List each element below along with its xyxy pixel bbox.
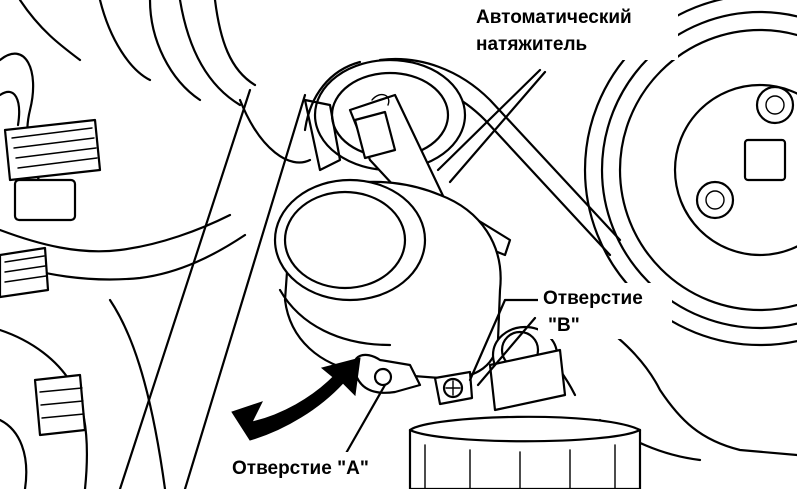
- oil-filter: [408, 415, 642, 489]
- tensioner-label-line2: натяжитель: [476, 34, 587, 55]
- tensioner-label-line1: Автоматический: [476, 7, 632, 28]
- adjacent-bolt: [488, 325, 567, 412]
- hole-a-label: Отверстие "A": [232, 458, 369, 479]
- hole-b-label-line1: Отверстие: [543, 288, 643, 309]
- bolt-connector-left: [0, 118, 102, 299]
- support-rods: [118, 88, 312, 489]
- leader-lines: [343, 68, 547, 457]
- rotation-arrow: [231, 357, 361, 441]
- crank-pulley: [583, 0, 797, 347]
- hole-b-label-line2: "B": [548, 315, 580, 336]
- lower-left-block: [0, 298, 167, 489]
- tensioner-body: [273, 178, 502, 406]
- hole-a: [373, 367, 393, 387]
- tensioner-arm: [303, 58, 512, 257]
